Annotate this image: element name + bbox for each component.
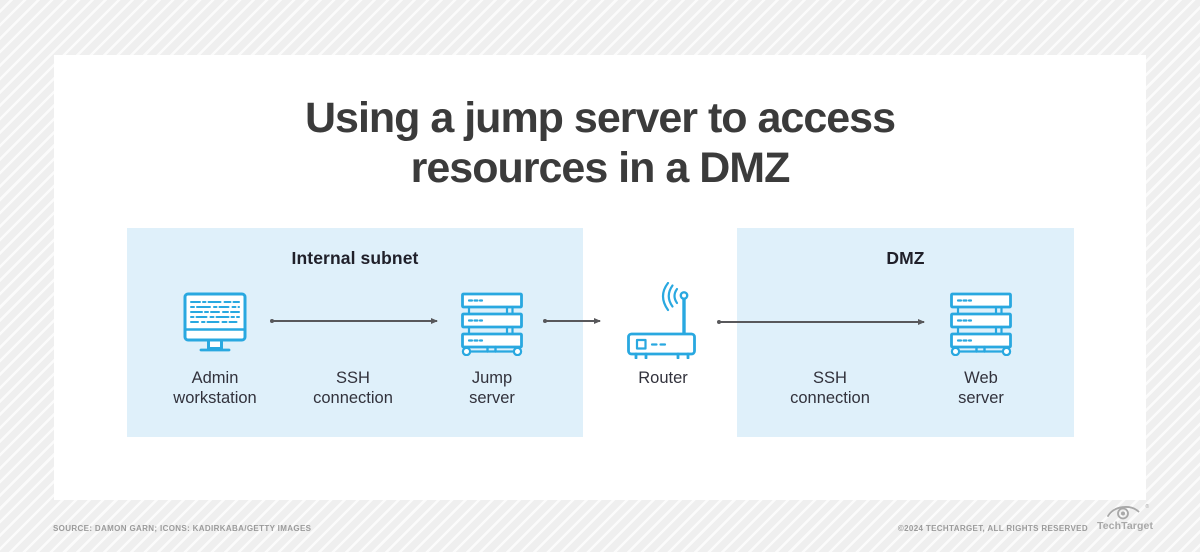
label-line: Router (638, 369, 688, 387)
arrow-right-icon (545, 320, 600, 322)
label-line: Jump (471, 369, 513, 387)
eye-icon (1107, 506, 1140, 520)
brand-name: TechTarget (1097, 520, 1154, 532)
label-line: server (958, 389, 1004, 407)
node-label-admin-workstation: Admin workstation (173, 368, 256, 408)
copyright-notice: ©2024 TECHTARGET, ALL RIGHTS RESERVED (897, 524, 1088, 533)
label-line: workstation (173, 389, 257, 407)
title-line-1: Using a jump server to access (304, 94, 896, 142)
zone-dmz-label: DMZ (886, 248, 925, 268)
node-label-ssh-connection: SSH connection (790, 368, 870, 408)
label-line: SSH (813, 369, 847, 387)
label-line: connection (790, 389, 870, 407)
label-line: Web (964, 369, 998, 387)
label-line: server (469, 389, 515, 407)
server-rack-icon (949, 292, 1013, 361)
label-line: Admin (191, 369, 239, 387)
label-line: SSH (336, 369, 370, 387)
title-line-2: resources in a DMZ (410, 144, 791, 192)
label-line: connection (313, 389, 393, 407)
node-label-web-server: Web server (958, 368, 1004, 408)
source-credit: SOURCE: DAMON GARN; ICONS: KADIRKABA/GET… (53, 524, 312, 533)
node-label-router: Router (638, 368, 688, 388)
workstation-icon (180, 292, 250, 357)
server-rack-icon (460, 292, 524, 361)
arrow-right-icon (719, 321, 924, 323)
node-label-jump-server: Jump server (469, 368, 515, 408)
wireless-router-icon (626, 281, 698, 364)
node-label-ssh-connection: SSH connection (313, 368, 393, 408)
techtarget-logo: ® TechTarget (1097, 503, 1154, 532)
arrow-right-icon (272, 320, 437, 322)
registered-mark: ® (1145, 504, 1149, 510)
zone-dmz: DMZ (737, 228, 1074, 437)
zone-internal-subnet-label: Internal subnet (291, 248, 419, 268)
